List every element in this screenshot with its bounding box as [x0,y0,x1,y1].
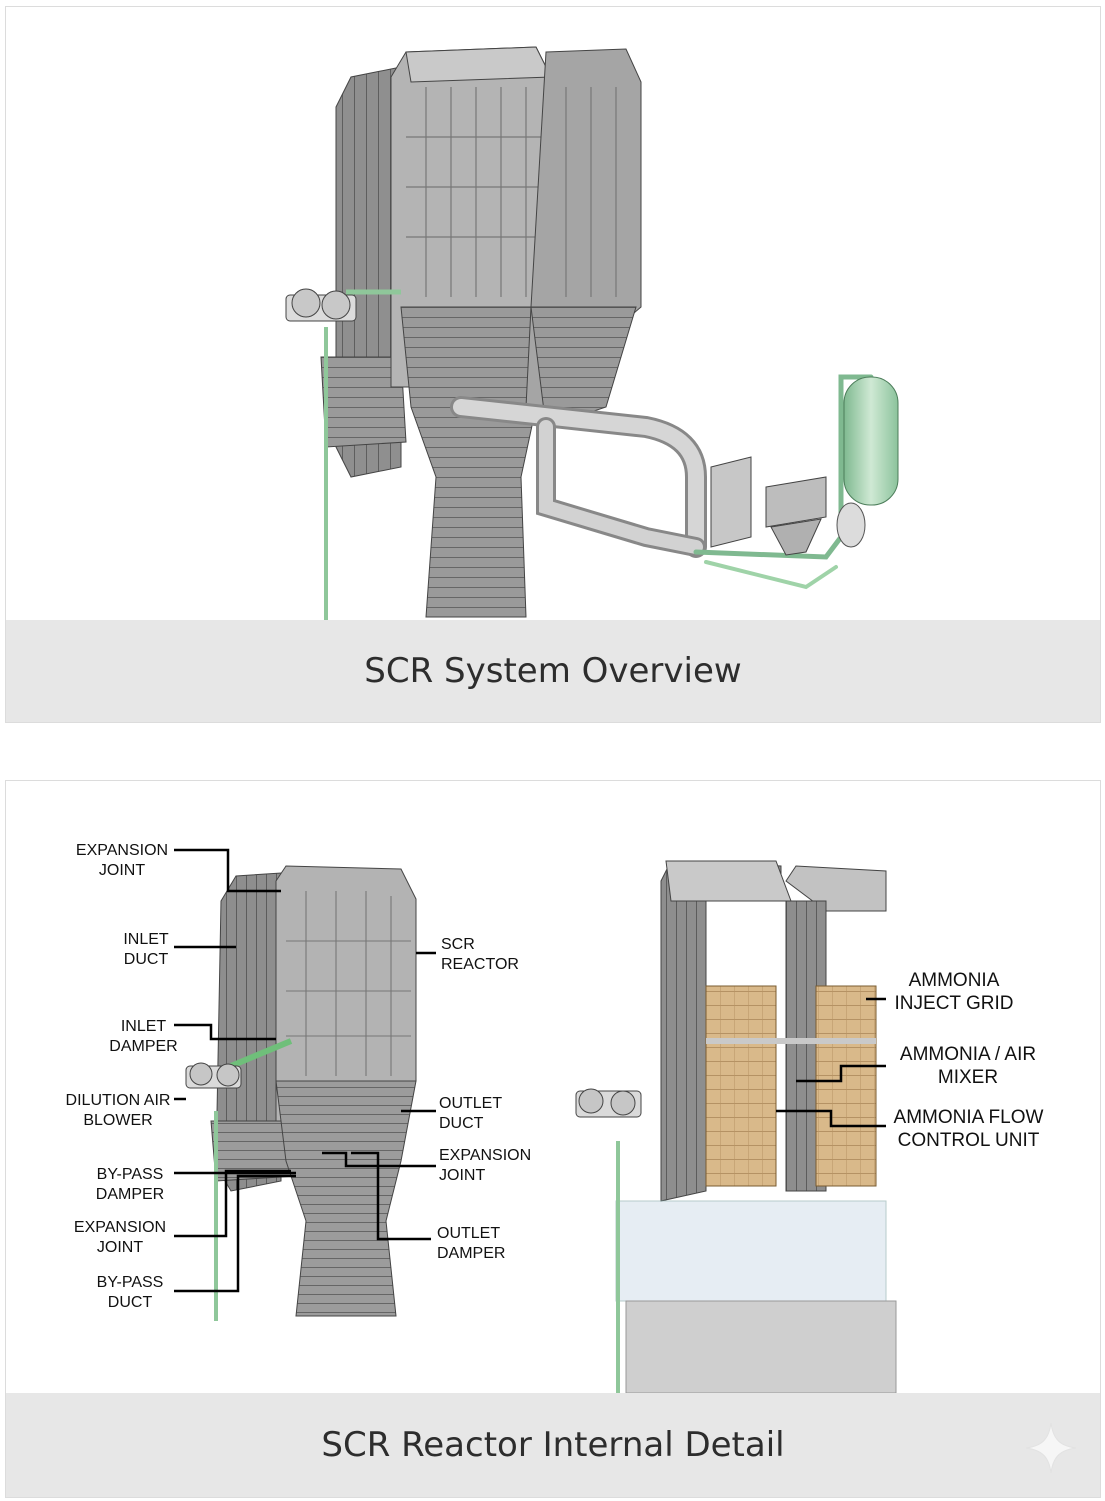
scr-reactor-shape [390,46,552,618]
ammonia-skid-shape [710,456,827,556]
label-expansion-joint-right: EXPANSION JOINT [439,1147,532,1184]
detail-reactor-exterior [185,865,417,1321]
label-inlet-damper: INLET DAMPER [109,1018,178,1055]
scr-reactor-2-shape [525,48,642,428]
detail-caption: SCR Reactor Internal Detail [6,1393,1100,1497]
label-bypass-damper: BY-PASS DAMPER [95,1166,165,1203]
leader-lines [174,848,886,1293]
scr-reactor-internal-detail-illustration [174,848,897,1394]
label-outlet-damper: OUTLET DAMPER [437,1225,506,1262]
ammonia-piping-shape [450,374,874,590]
label-ammonia-air-mixer: AMMONIA / AIR MIXER [899,1044,1037,1088]
overview-card: SCR System Overview [5,6,1101,723]
label-expansion-joint-bottom: EXPANSION JOINT [73,1219,167,1256]
overview-caption: SCR System Overview [6,620,1100,722]
label-scr-reactor: SCR REACTOR [441,936,519,973]
label-bypass-duct: BY-PASS DUCT [96,1274,164,1311]
ammonia-tank-shape [836,376,899,548]
label-inlet-duct: INLET DUCT [123,931,169,968]
sparkle-icon [1025,1422,1077,1474]
label-ammonia-inject-grid: AMMONIA INJECT GRID [894,970,1014,1014]
detail-card: EXPANSION JOINT INLET DUCT INLET DAMPER … [5,780,1101,1498]
detail-reactor-cutaway [575,860,897,1394]
label-ammonia-flow-control-unit: AMMONIA FLOW CONTROL UNIT [893,1107,1044,1151]
label-dilution-air-blower: DILUTION AIR BLOWER [65,1092,171,1129]
dilution-air-blower-shape [285,288,401,622]
scr-system-overview-illustration [285,46,899,622]
label-outlet-duct: OUTLET DUCT [439,1095,503,1132]
label-expansion-joint-top: EXPANSION JOINT [75,842,169,879]
